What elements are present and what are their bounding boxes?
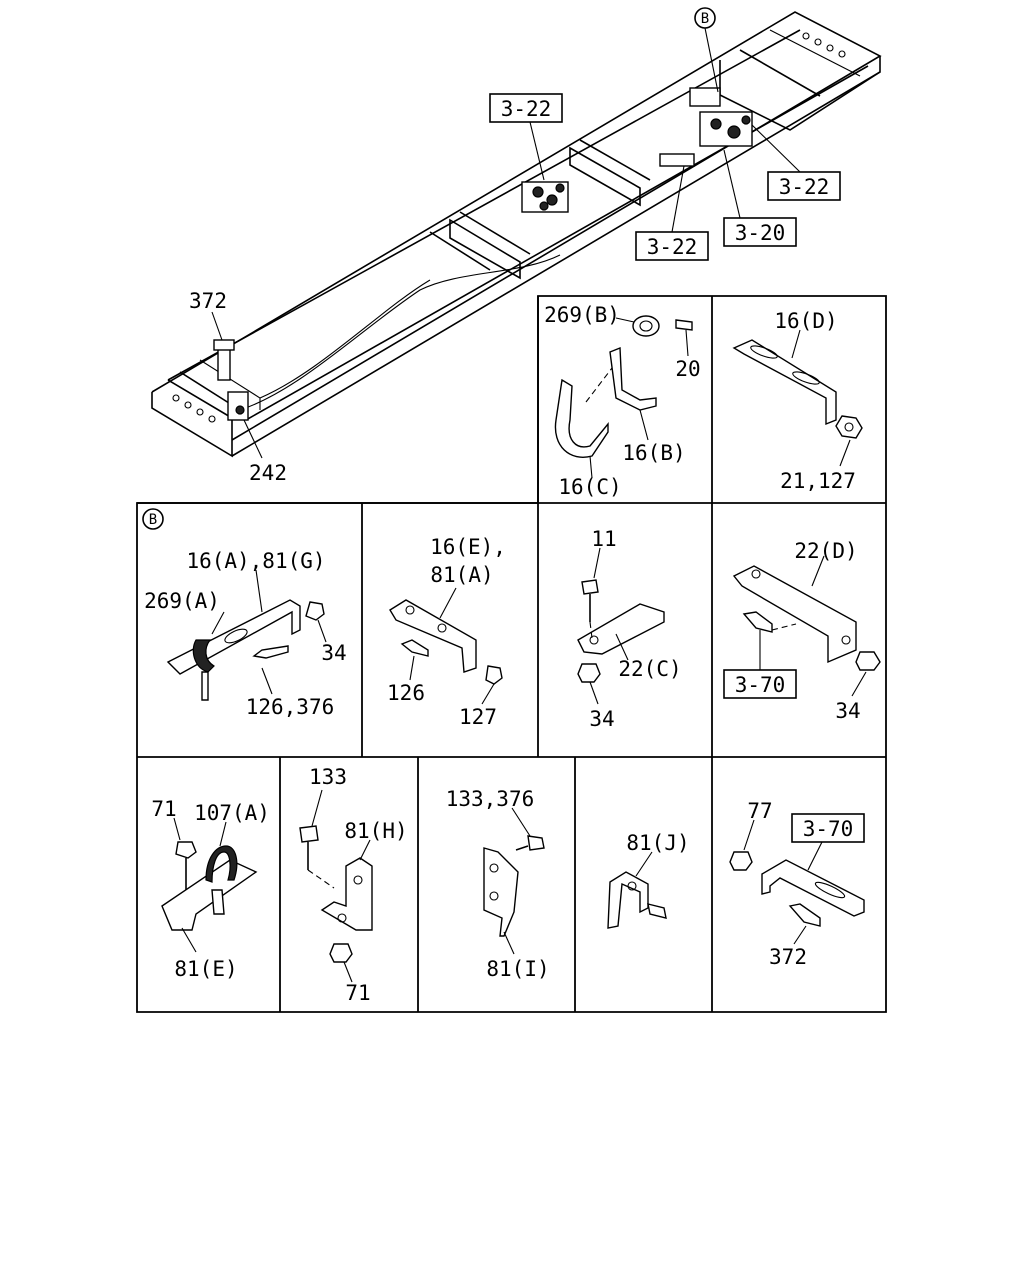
part-label: 126: [387, 681, 425, 705]
part-label: 16(C): [558, 475, 621, 499]
part-label: 21,127: [780, 469, 856, 493]
panel-grid: [136, 295, 887, 1013]
marker-b-overview: B: [694, 7, 716, 29]
part-label: 20: [675, 357, 700, 381]
marker-b: B: [142, 508, 164, 530]
part-label: 81(E): [174, 957, 237, 981]
part-label: 269(B): [544, 303, 620, 327]
part-label: B: [149, 512, 157, 528]
part-label: B: [701, 11, 709, 27]
ref-label: 3-22: [779, 175, 830, 199]
part-label: 107(A): [194, 801, 270, 825]
callout-372: 372: [189, 289, 227, 313]
panel-269b: 269(B) 20 16(B) 16(C): [544, 303, 701, 499]
part-label: 372: [769, 945, 807, 969]
part-label: 11: [591, 527, 616, 551]
panel-22c: 11 22(C) 34: [577, 527, 682, 731]
panel-81h: 133 81(H) 71: [299, 765, 408, 1005]
part-label: 3-70: [735, 673, 786, 697]
part-label: 81(J): [626, 831, 689, 855]
part-label: 22(C): [618, 657, 681, 681]
ref-box-bottom: 3-22: [635, 231, 709, 261]
part-label: 34: [589, 707, 614, 731]
ref-box-right: 3-22: [767, 171, 841, 201]
callout-242: 242: [249, 461, 287, 485]
panel-77-372: 77 372 3-70: [729, 799, 865, 969]
panel-107a: 71 107(A) 81(E): [151, 797, 270, 981]
part-label: 127: [459, 705, 497, 729]
chassis-frame: [151, 11, 882, 458]
part-label: 3-70: [803, 817, 854, 841]
panel-16e: 16(E), 81(A) 126 127: [387, 535, 506, 729]
part-label: 16(B): [622, 441, 685, 465]
ref-label: 3-20: [735, 221, 786, 245]
ref-box-320: 3-20: [723, 217, 797, 247]
part-label: 133,376: [446, 787, 535, 811]
overview-leaders: [211, 27, 801, 459]
part-label: 34: [321, 641, 346, 665]
panel-81i: 133,376 81(I): [446, 787, 550, 981]
part-label: 71: [151, 797, 176, 821]
part-label: 81(H): [344, 819, 407, 843]
part-label: 22(D): [794, 539, 857, 563]
part-label: 269(A): [144, 589, 220, 613]
part-label: 71: [345, 981, 370, 1005]
ref-box-370: 3-70: [723, 669, 797, 699]
part-label: 81(A): [430, 563, 493, 587]
part-label: 16(A),81(G): [186, 549, 325, 573]
part-label: 81(I): [486, 957, 549, 981]
panel-81j: 81(J): [607, 831, 690, 929]
ref-box-370-b: 3-70: [791, 813, 865, 843]
part-label: 126,376: [246, 695, 335, 719]
panel-16d: 16(D) 21,127: [732, 309, 863, 493]
panel-16a: B 16(A),81(G) 269(A) 34 126,376: [142, 508, 347, 719]
panel-22d: 22(D) 34 3-70: [723, 539, 881, 723]
part-label: 16(E),: [430, 535, 506, 559]
ref-box-center: 3-22: [489, 93, 563, 123]
part-label: 133: [309, 765, 347, 789]
valve-block-center: [521, 181, 569, 213]
part-label: 34: [835, 699, 860, 723]
ref-label: 3-22: [501, 97, 552, 121]
part-label: 77: [747, 799, 772, 823]
ref-label: 3-22: [647, 235, 698, 259]
valve-block-rear: [689, 87, 753, 147]
part-label: 16(D): [774, 309, 837, 333]
front-bracket: [213, 339, 249, 421]
